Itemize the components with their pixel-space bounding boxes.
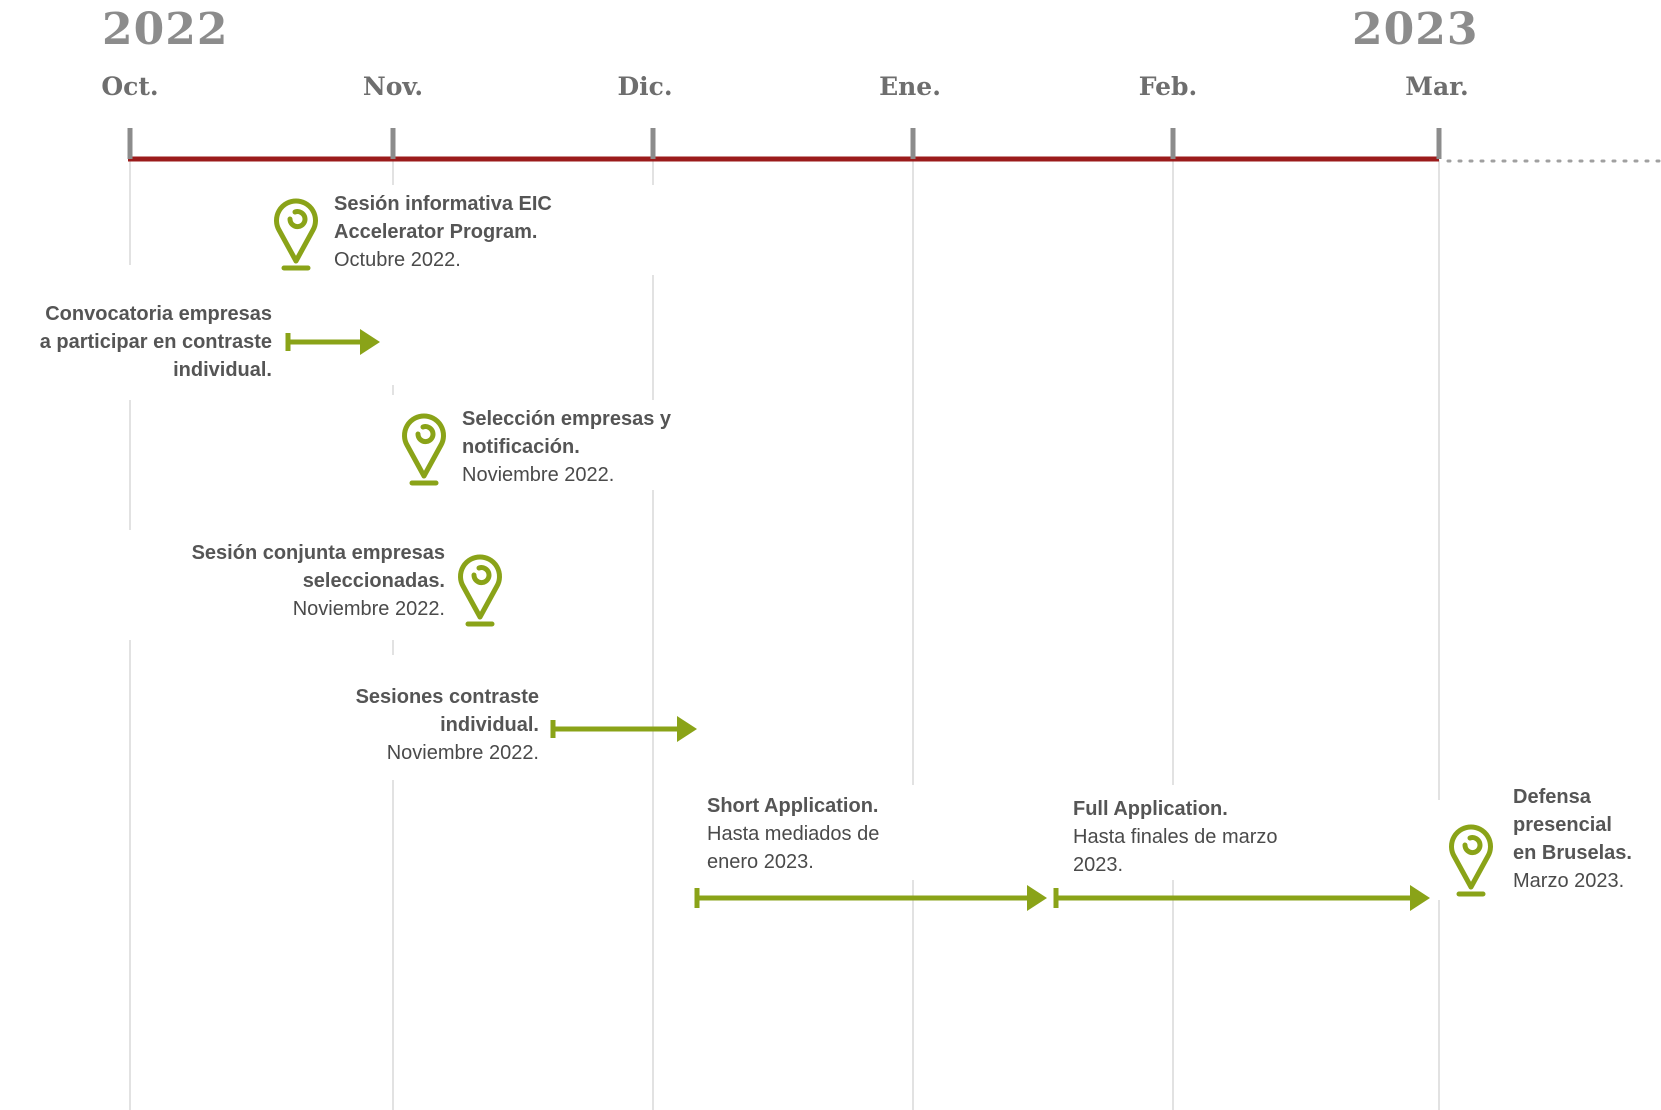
event-date: Octubre 2022. [334, 249, 461, 271]
event-title-line: individual. [440, 714, 539, 736]
event-title-line: Sesión conjunta empresas [191, 542, 445, 564]
event-date: Noviembre 2022. [292, 598, 445, 620]
arrow-right-icon [285, 329, 380, 355]
event-full-application: Full Application. Hasta finales de marzo… [1073, 795, 1278, 879]
event-title-line: Convocatoria empresas [45, 303, 272, 325]
event-title-line: individual. [173, 359, 272, 381]
location-pin-icon [1449, 824, 1493, 897]
event-title-line: Sesiones contraste [355, 686, 539, 708]
event-title-line: Full Application. [1073, 798, 1228, 820]
month-ticks [127, 128, 1442, 159]
month-label-nov: Nov. [362, 72, 424, 101]
event-individual-sessions: Sesiones contraste individual. Noviembre… [356, 683, 539, 767]
event-short-application: Short Application. Hasta mediados de ene… [707, 792, 879, 876]
event-informative-session: Sesión informativa EIC Accelerator Progr… [334, 190, 552, 274]
event-title-line: Sesión informativa EIC [334, 193, 552, 215]
event-title-line: notificación. [462, 436, 580, 458]
location-pin-icon [274, 198, 318, 271]
event-date: Hasta mediados de [707, 823, 880, 845]
event-date: Marzo 2023. [1513, 870, 1625, 892]
year-label-2023: 2023 [1352, 4, 1479, 55]
event-date: Noviembre 2022. [386, 742, 539, 764]
month-label-mar: Mar. [1405, 72, 1469, 101]
event-date: enero 2023. [707, 851, 814, 873]
event-joint-session: Sesión conjunta empresas seleccionadas. … [192, 539, 445, 623]
event-title-line: a participar en contraste [39, 331, 272, 353]
event-title-line: Short Application. [707, 795, 879, 817]
event-title-line: presencial [1513, 814, 1612, 836]
year-label-2022: 2022 [102, 4, 229, 55]
grid-lines [129, 160, 1440, 1110]
event-title-line: en Bruselas. [1513, 842, 1632, 864]
arrow-right-icon [694, 885, 1047, 911]
event-date: Noviembre 2022. [462, 464, 615, 486]
event-date: Hasta finales de marzo [1073, 826, 1278, 848]
event-date: 2023. [1073, 854, 1124, 876]
event-call-for-companies: Convocatoria empresas a participar en co… [40, 300, 272, 384]
event-title-line: Defensa [1513, 786, 1591, 808]
arrow-right-icon [550, 716, 697, 742]
event-title-line: Accelerator Program. [334, 221, 538, 243]
event-title-line: seleccionadas. [302, 570, 445, 592]
month-label-feb: Feb. [1138, 72, 1198, 101]
location-pin-icon [458, 554, 502, 627]
month-label-dic: Dic. [617, 72, 673, 101]
event-title-line: Selección empresas y [462, 408, 672, 430]
event-selection-notification: Selección empresas y notificación. Novie… [462, 405, 671, 489]
month-label-oct: Oct. [101, 72, 159, 101]
location-pin-icon [402, 413, 446, 486]
arrow-right-icon [1053, 885, 1430, 911]
event-brussels-defense: Defensa presencial en Bruselas. Marzo 20… [1513, 783, 1632, 895]
month-label-ene: Ene. [879, 72, 941, 101]
